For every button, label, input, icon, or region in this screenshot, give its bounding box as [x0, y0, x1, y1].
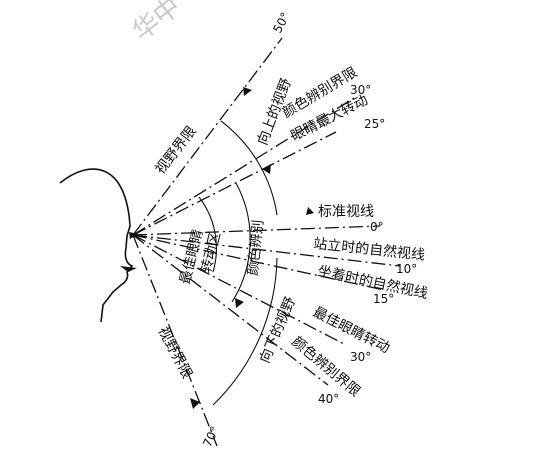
label-limit-up: 视野界限 — [153, 123, 200, 177]
line-eye-max-25 — [132, 131, 337, 236]
line-up-limit-50 — [132, 37, 283, 236]
arc-color-zone — [231, 182, 251, 303]
arc-outer-upper — [220, 120, 278, 216]
arc-outer-lower — [212, 257, 278, 406]
label-color-limit-down: 颜色辨别界限 — [288, 333, 363, 400]
label-standard-line: 标准视线 — [318, 204, 374, 220]
angle-eye-max: 25° — [364, 117, 385, 131]
arrow-color-up — [262, 164, 271, 174]
angle-best-turn: 30° — [350, 350, 371, 364]
arrow-outer-up — [243, 87, 252, 96]
angle-sitting: 15° — [373, 292, 394, 306]
line-best-turn-30 — [132, 234, 347, 346]
arc-best-turn-zone — [198, 196, 217, 273]
line-color-limit-40 — [132, 234, 329, 386]
line-standing-10 — [132, 234, 401, 267]
arrowheads — [190, 87, 314, 409]
arrow-outer-down — [190, 398, 200, 409]
watermark-text: 华中 — [127, 0, 186, 47]
line-down-limit-70 — [132, 234, 218, 447]
angle-color-up: 30° — [350, 83, 371, 97]
label-standing-line: 站立时的自然视线 — [313, 235, 426, 264]
angle-standard: 0° — [370, 220, 384, 234]
line-standard-0 — [132, 225, 381, 236]
arrow-standard — [306, 207, 314, 215]
label-color-zone: 颜色辨别 — [244, 219, 267, 276]
sight-lines — [132, 37, 401, 447]
angle-up-limit: 50° — [270, 10, 292, 35]
angle-arcs — [198, 120, 278, 406]
label-limit-down: 视野界限 — [154, 324, 194, 381]
angle-down-limit: 70° — [200, 424, 222, 449]
arrow-color-down — [235, 298, 244, 308]
line-color-limit-30 — [132, 97, 355, 236]
angle-standing: 10° — [396, 262, 417, 276]
label-best-eye-turn: 最佳眼睛转动 — [310, 304, 392, 356]
head-profile — [59, 168, 134, 323]
line-sitting-15 — [132, 234, 385, 291]
nose-mark — [120, 266, 137, 272]
angle-color-down: 40° — [318, 392, 339, 406]
